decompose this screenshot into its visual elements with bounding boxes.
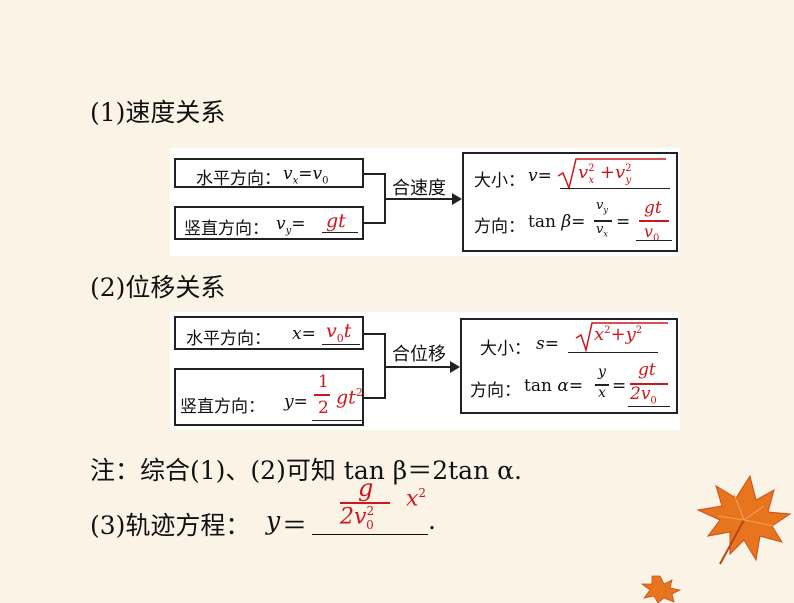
trajectory-var: y — [266, 506, 281, 535]
velocity-direction-answer-den: v0 — [644, 222, 660, 245]
displacement-horizontal-box: 水平方向： x= v0t — [174, 316, 364, 350]
connector-line — [364, 397, 386, 399]
displacement-horizontal-label: 水平方向： — [186, 329, 271, 349]
fraction-bar — [340, 502, 390, 504]
trajectory-tail: x2 — [406, 486, 427, 512]
displacement-vertical-box: 竖直方向： y= 1 2 gt2 — [174, 368, 364, 426]
displacement-magnitude-answer: x2+y2 — [594, 324, 643, 345]
displacement-magnitude-blank — [568, 352, 658, 353]
displacement-direction-blank — [628, 406, 670, 407]
displacement-direction-answer-den: 2v0 — [630, 384, 657, 407]
section2-heading: (2)位移关系 — [90, 273, 226, 302]
velocity-magnitude-blank — [560, 188, 670, 189]
velocity-horizontal-var: vx=v0 — [283, 164, 329, 187]
connector-line — [364, 333, 386, 335]
velocity-vertical-answer: gt — [326, 210, 346, 232]
displacement-direction-answer-num: gt — [638, 360, 656, 380]
section3-heading: (3)轨迹方程： — [90, 511, 251, 540]
fraction-bar — [594, 220, 612, 222]
displacement-direction-label: 方向： — [470, 381, 521, 401]
fraction-bar — [314, 394, 330, 396]
velocity-magnitude-var: v= — [528, 166, 552, 186]
velocity-direction-eq2: = — [616, 212, 631, 232]
maple-leaf-icon — [640, 575, 682, 603]
velocity-horizontal-label: 水平方向： — [196, 169, 281, 189]
trajectory-frac-num: g — [358, 474, 374, 502]
displacement-direction-num: y — [598, 364, 606, 380]
fraction-bar — [595, 384, 609, 386]
arrow-head-icon — [450, 361, 460, 373]
velocity-vertical-box: 竖直方向： vy= gt — [174, 206, 364, 240]
maple-leaf-icon — [696, 474, 792, 565]
velocity-direction-func: tan β= — [528, 212, 586, 232]
trajectory-period: . — [428, 506, 436, 535]
section1-heading: (1)速度关系 — [90, 98, 226, 127]
displacement-magnitude-label: 大小： — [480, 339, 531, 359]
displacement-vertical-frac-num: 1 — [318, 372, 329, 392]
displacement-direction-eq2: = — [612, 376, 627, 396]
connector-arrow-shaft — [384, 366, 454, 368]
connector-line — [364, 173, 386, 175]
velocity-diagram: 水平方向： vx=v0 竖直方向： vy= gt 合速度 大小： v= v2x … — [170, 148, 680, 256]
fraction-bar — [639, 220, 669, 222]
displacement-result-box: 大小： s= x2+y2 方向： tan α= y x = gt 2v0 — [460, 318, 678, 414]
arrow-head-icon — [452, 193, 462, 205]
velocity-vertical-var: vy= — [276, 214, 306, 237]
velocity-direction-blank — [636, 240, 672, 241]
velocity-result-box: 大小： v= v2x +v2y 方向： tan β= vy vx = gt v0 — [462, 152, 678, 252]
fraction-bar — [630, 383, 668, 385]
displacement-vertical-label: 竖直方向： — [180, 397, 265, 417]
displacement-horizontal-var: x= — [292, 324, 316, 344]
trajectory-frac-den: 2v20 — [340, 504, 375, 532]
velocity-direction-num: vy — [596, 198, 608, 215]
trajectory-equation: (3)轨迹方程： y ＝ g 2v20 x2 . — [90, 474, 490, 554]
connector-line — [364, 222, 386, 224]
note-text: 注：综合(1)、(2)可知 tan β＝2tan α. — [90, 456, 522, 485]
displacement-vertical-blank — [312, 420, 362, 421]
trajectory-eq: ＝ — [282, 511, 308, 540]
displacement-direction-den: x — [598, 385, 606, 401]
velocity-vertical-blank — [322, 232, 358, 233]
displacement-direction-func: tan α= — [524, 376, 584, 396]
connector-arrow-shaft — [384, 198, 456, 200]
displacement-diagram: 水平方向： x= v0t 竖直方向： y= 1 2 gt2 合位移 大小： s=… — [170, 312, 680, 430]
displacement-vertical-frac-den: 2 — [318, 398, 329, 418]
velocity-direction-answer-num: gt — [644, 198, 662, 218]
displacement-magnitude-var: s= — [536, 334, 559, 354]
displacement-vertical-answer: gt2 — [336, 386, 363, 409]
trajectory-blank — [312, 534, 428, 535]
displacement-combine-label: 合位移 — [392, 344, 446, 365]
displacement-horizontal-blank — [322, 344, 360, 345]
displacement-vertical-var: y= — [284, 392, 308, 412]
velocity-direction-label: 方向： — [474, 217, 525, 237]
velocity-combine-label: 合速度 — [392, 178, 446, 199]
velocity-horizontal-box: 水平方向： vx=v0 — [174, 158, 364, 189]
displacement-horizontal-answer: v0t — [326, 320, 352, 345]
velocity-magnitude-answer: v2x +v2y — [578, 162, 632, 186]
velocity-magnitude-label: 大小： — [474, 171, 525, 191]
velocity-direction-den: vx — [596, 222, 608, 239]
velocity-vertical-label: 竖直方向： — [184, 219, 269, 239]
sqrt-sign-icon — [575, 322, 668, 353]
